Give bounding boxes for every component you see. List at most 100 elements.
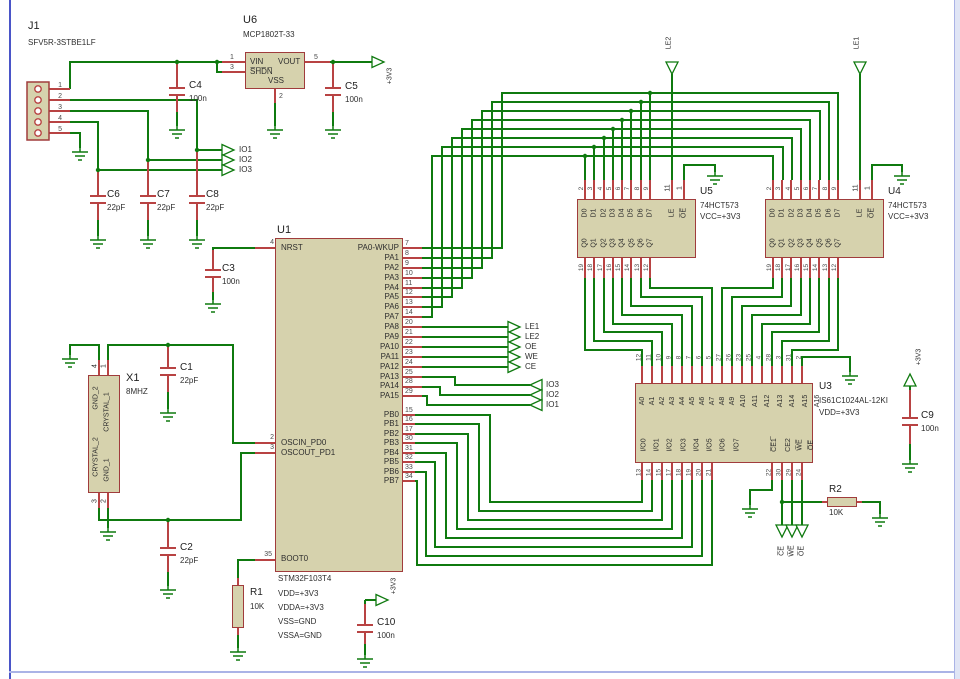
terminal-le2: LE2 xyxy=(665,36,673,50)
capacitor-plates xyxy=(90,86,918,634)
c8-value: 22pF xyxy=(206,203,225,212)
r2-value: 10K xyxy=(829,508,844,517)
u4-pin-oe: O̅E̅ xyxy=(868,207,876,219)
c7-value: 22pF xyxy=(157,203,176,212)
u4-latch-body[interactable] xyxy=(765,199,884,258)
u5-pin-le: LE xyxy=(668,208,676,218)
r1-ref: R1 xyxy=(250,587,263,598)
terminal-oe: O̅E̅ xyxy=(798,545,806,557)
u1-part: STM32F103T4 xyxy=(278,574,332,583)
c1-ref: C1 xyxy=(180,362,193,373)
c6-value: 22pF xyxy=(107,203,126,212)
x1-crystal-body[interactable] xyxy=(88,375,120,493)
u5-ref: U5 xyxy=(700,186,713,197)
x1-value: 8MHZ xyxy=(126,387,148,396)
x1-pin-gnd1: GND_1 xyxy=(103,458,111,482)
c9-ref: C9 xyxy=(921,410,934,421)
pin-stubs xyxy=(49,61,911,644)
x1-num-2: 2 xyxy=(100,499,108,503)
c4-value: 100n xyxy=(189,94,207,103)
junction-dots xyxy=(95,59,785,523)
power-label-c10: +3V3 xyxy=(390,577,398,595)
u4-pin-le: LE xyxy=(856,208,864,218)
r1-value: 10K xyxy=(250,602,265,611)
x1-pin-crystal2: CRYSTAL_2 xyxy=(92,437,100,477)
u1-mcu-body[interactable] xyxy=(275,238,403,572)
r2-resistor-body[interactable] xyxy=(827,497,857,507)
c5-value: 100n xyxy=(345,95,363,104)
power-label-c9: +3V3 xyxy=(915,348,923,366)
c1-value: 22pF xyxy=(180,376,199,385)
u6-pin-vout: VOUT xyxy=(278,57,301,66)
r1-resistor-body[interactable] xyxy=(232,585,244,628)
u1-pin-oscout: OSCOUT_PD1 xyxy=(281,448,336,457)
u5-pin-oe: O̅E̅ xyxy=(680,207,688,219)
u5-num-le: 11 xyxy=(664,184,672,192)
j1-connector-body[interactable] xyxy=(26,81,50,141)
window-edge-bottom xyxy=(9,671,960,673)
u6-pin-vss: VSS xyxy=(268,76,285,85)
c5-ref: C5 xyxy=(345,81,358,92)
x1-num-3: 3 xyxy=(91,499,99,503)
u1-num-oscout: 3 xyxy=(270,444,274,451)
u4-ref: U4 xyxy=(888,186,901,197)
window-edge-left xyxy=(9,0,11,679)
u5-note: VCC=+3V3 xyxy=(700,212,741,221)
wires-green xyxy=(69,61,911,655)
u5-num-oe: 1 xyxy=(676,186,684,190)
c2-ref: C2 xyxy=(180,542,193,553)
u6-pin-vin: VIN xyxy=(250,57,264,66)
u3-part: IS61C1024AL-12KI xyxy=(819,396,888,405)
c3-ref: C3 xyxy=(222,263,235,274)
u6-num-vout: 5 xyxy=(314,54,318,61)
u6-pin-shdn: S̅H̅D̅N̅ xyxy=(250,67,273,76)
j1-part: SFV5R-3STBE1LF xyxy=(28,38,96,47)
c10-ref: C10 xyxy=(377,617,396,628)
c7-ref: C7 xyxy=(157,189,170,200)
u5-latch-body[interactable] xyxy=(577,199,696,258)
u1-num-nrst: 4 xyxy=(270,239,274,246)
u6-ref: U6 xyxy=(243,14,258,26)
u1-num-oscin: 2 xyxy=(270,434,274,441)
c4-ref: C4 xyxy=(189,80,202,91)
u3-note: VDD=+3V3 xyxy=(819,408,860,417)
x1-num-4: 4 xyxy=(91,364,99,368)
u6-num-vss: 2 xyxy=(279,93,283,100)
u6-num-shdn: 3 xyxy=(230,64,234,71)
x1-pin-crystal1: CRYSTAL_1 xyxy=(103,392,111,432)
u4-note: VCC=+3V3 xyxy=(888,212,929,221)
u6-regulator-body[interactable] xyxy=(245,52,305,89)
u3-sram-body[interactable] xyxy=(635,383,813,463)
u1-pin-boot0: BOOT0 xyxy=(281,554,309,563)
x1-num-1: 1 xyxy=(100,364,108,368)
x1-pin-gnd2: GND_2 xyxy=(92,386,100,410)
u4-part: 74HCT573 xyxy=(888,201,927,210)
window-edge-right xyxy=(954,0,960,679)
u6-num-vin: 1 xyxy=(230,54,234,61)
u6-part: MCP1802T-33 xyxy=(243,30,295,39)
x1-ref: X1 xyxy=(126,372,140,384)
c2-value: 22pF xyxy=(180,556,199,565)
terminal-le1: LE1 xyxy=(853,36,861,50)
u1-ref: U1 xyxy=(277,224,292,236)
u4-num-oe: 1 xyxy=(864,186,872,190)
terminal-arrows xyxy=(221,55,918,607)
c8-ref: C8 xyxy=(206,189,219,200)
